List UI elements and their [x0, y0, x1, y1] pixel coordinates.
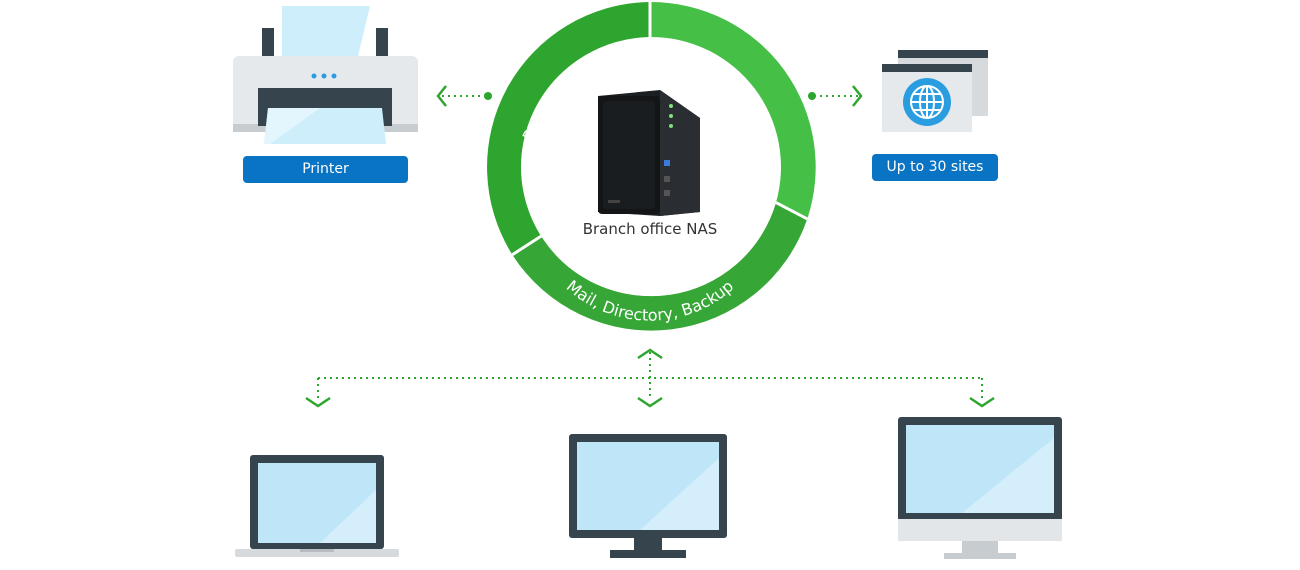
nas-device-icon [598, 90, 700, 216]
ring-segment-mail [512, 202, 808, 331]
web-sites-label: Up to 30 sites [886, 159, 984, 175]
globe-icon [903, 78, 951, 126]
connector-web [808, 85, 863, 107]
desktop-monitor-icon [569, 434, 727, 558]
ring-segment-print-server [487, 2, 650, 255]
connector-printer [436, 85, 492, 107]
printer-icon [233, 6, 418, 144]
laptop-icon [235, 455, 399, 557]
printer-label-badge: Printer [243, 156, 408, 183]
web-pages-icon [882, 50, 988, 132]
ring-separator [511, 234, 543, 256]
ring-segment-web [650, 1, 816, 219]
printer-label: Printer [302, 161, 349, 177]
all-in-one-computer-icon [898, 417, 1062, 559]
nas-label: Branch office NAS [582, 220, 718, 238]
connector-clients [305, 348, 995, 408]
ring-separator [775, 201, 808, 221]
web-sites-badge: Up to 30 sites [872, 154, 998, 181]
